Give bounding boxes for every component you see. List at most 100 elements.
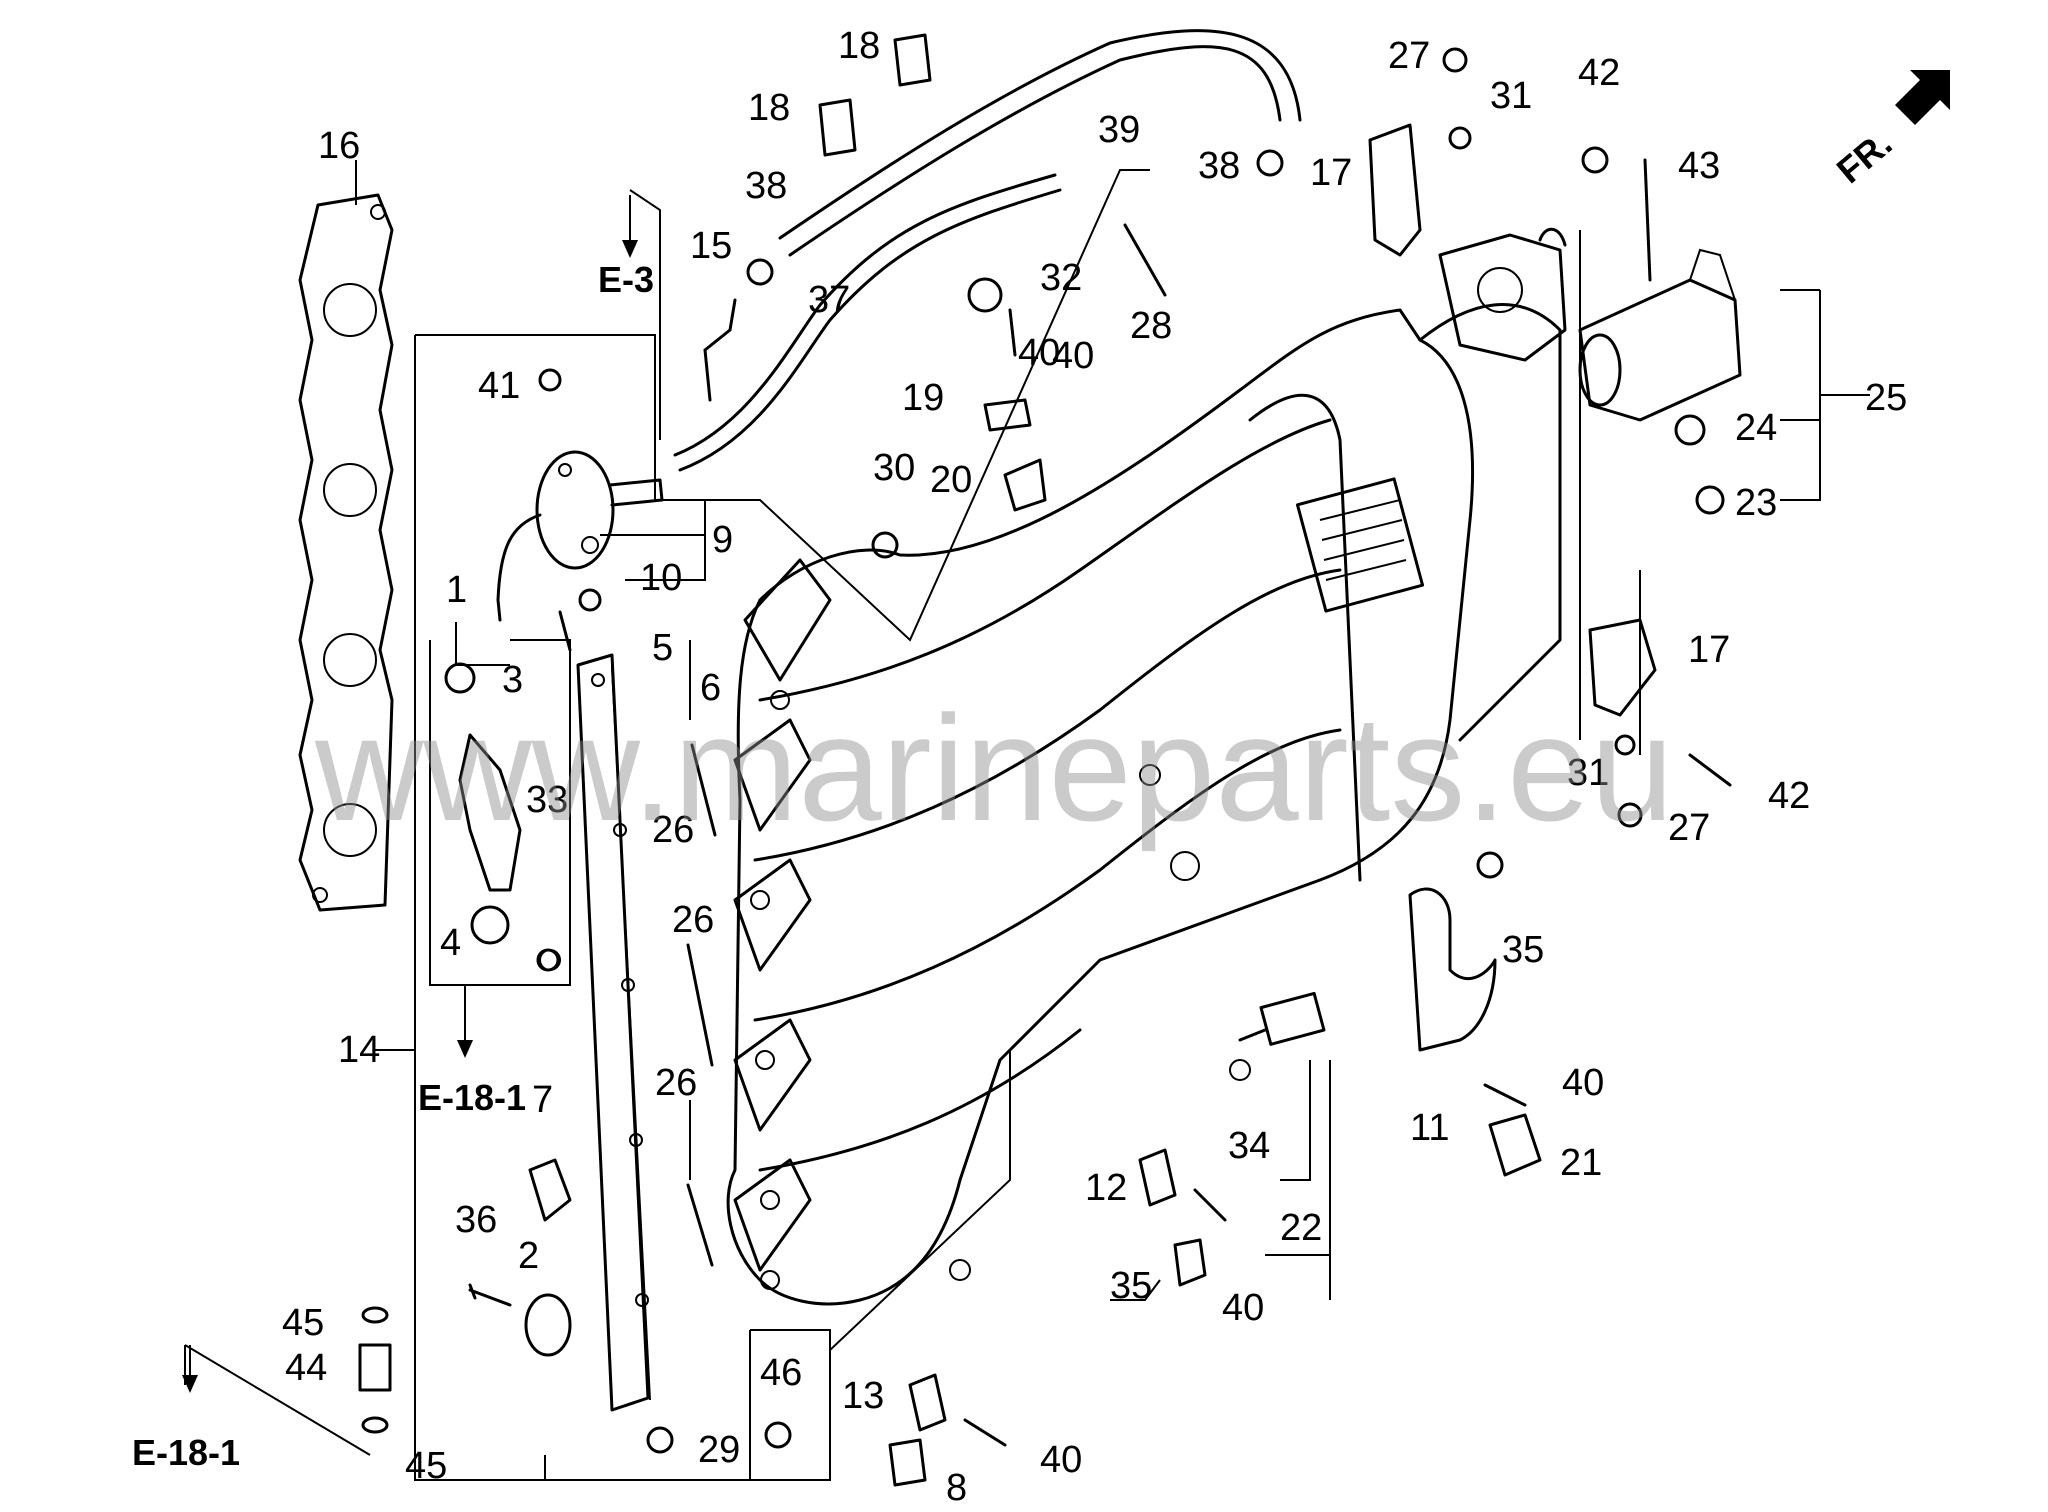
callout-28: 28 [1130, 305, 1172, 347]
sensor-21 [1488, 1113, 1542, 1177]
callout-26b: 26 [672, 899, 714, 941]
bolt-41 [538, 368, 562, 392]
hose-39 [788, 45, 1282, 257]
group-lines [184, 169, 1641, 1481]
nut-46 [764, 1421, 792, 1449]
idle-air-valve [1578, 248, 1742, 422]
nut-31-right [1614, 734, 1636, 756]
clamp-18-lower [818, 98, 857, 157]
callout-14: 14 [338, 1029, 380, 1071]
callout-22: 22 [1280, 1207, 1322, 1249]
callout-25: 25 [1865, 377, 1907, 419]
callout-6: 6 [700, 667, 721, 709]
clamp-35-right [1476, 851, 1504, 879]
stud-26-a [690, 743, 717, 837]
hose-37 [678, 188, 1062, 472]
callout-5: 5 [652, 627, 673, 669]
nut-23 [1695, 485, 1725, 515]
e18-arrow-outer [182, 1345, 198, 1393]
fitting-15 [703, 298, 737, 402]
leader-lines [355, 160, 1870, 1301]
clamp-18-top [893, 33, 932, 87]
callout-45a: 45 [282, 1302, 324, 1344]
callout-40e: 40 [1018, 332, 1060, 374]
callout-33: 33 [526, 779, 568, 821]
callout-7: 7 [532, 1079, 553, 1121]
callout-40c: 40 [1222, 1287, 1264, 1329]
callout-42b: 42 [1768, 775, 1810, 817]
callout-4: 4 [440, 922, 461, 964]
callout-40b: 40 [1562, 1062, 1604, 1104]
callout-29: 29 [698, 1429, 740, 1471]
ref-e3: E-3 [598, 259, 654, 300]
callout-17a: 17 [1310, 152, 1352, 194]
callout-35b: 35 [1110, 1265, 1152, 1307]
callout-38b: 38 [745, 165, 787, 207]
callout-17b: 17 [1688, 629, 1730, 671]
callout-9: 9 [712, 519, 733, 561]
callout-27b: 27 [1668, 807, 1710, 849]
callout-27a: 27 [1388, 35, 1430, 77]
nut-30 [871, 531, 899, 559]
nut-38-upper [1256, 149, 1284, 177]
callout-26c: 26 [655, 1062, 697, 1104]
callout-34: 34 [1228, 1125, 1270, 1167]
callout-18b: 18 [748, 87, 790, 129]
ref-e18-outer: E-18-1 [132, 1432, 240, 1473]
bracket-7 [528, 1158, 572, 1222]
hose-39-inner [778, 29, 1302, 240]
nut-31-top [1448, 126, 1472, 150]
nut-29 [646, 1426, 674, 1454]
watermark: www.marineparts.eu [314, 684, 1674, 852]
clamp-12 [1138, 1148, 1177, 1207]
bolt-5 [558, 610, 572, 652]
nut-33 [536, 948, 560, 972]
bolt-40-c [1193, 1188, 1227, 1222]
front-arrow-icon [1895, 70, 1950, 125]
callout-3: 3 [502, 659, 523, 701]
callout-11: 11 [1410, 1107, 1449, 1149]
hose-37-inner [673, 173, 1057, 457]
callout-13: 13 [842, 1375, 884, 1417]
clamp-13 [908, 1373, 947, 1432]
stud-28 [1123, 223, 1167, 297]
callout-44: 44 [285, 1347, 327, 1389]
callout-16: 16 [318, 125, 360, 167]
callout-2: 2 [518, 1235, 539, 1277]
callout-10: 10 [640, 557, 682, 599]
callout-23: 23 [1735, 482, 1777, 524]
bolt-42-top [1581, 146, 1609, 174]
callout-1: 1 [446, 569, 467, 611]
callout-42a: 42 [1578, 52, 1620, 94]
callout-41: 41 [478, 365, 520, 407]
clamp-19 [983, 398, 1032, 432]
callout-20: 20 [930, 459, 972, 501]
callout-30: 30 [873, 447, 915, 489]
bolt-43 [1643, 158, 1652, 282]
callout-32: 32 [1040, 257, 1082, 299]
bolt-27-right [1617, 802, 1643, 828]
callout-37: 37 [808, 279, 850, 321]
callout-21: 21 [1560, 1142, 1602, 1184]
washer-24 [1674, 414, 1706, 446]
callout-19: 19 [902, 377, 944, 419]
ref-e18-inner: E-18-1 [418, 1077, 526, 1118]
o-ring-45-top [361, 1306, 389, 1324]
collar-2 [524, 1293, 572, 1357]
clip-35-lower [1173, 1238, 1207, 1287]
callout-39: 39 [1098, 109, 1140, 151]
callout-36: 36 [455, 1199, 497, 1241]
sensor-22 [1229, 991, 1326, 1081]
callout-18a: 18 [838, 25, 880, 67]
bolt-27-top [1442, 47, 1468, 73]
callout-12: 12 [1085, 1167, 1127, 1209]
fuel-rail [576, 653, 651, 1412]
injector-assembly [429, 639, 571, 986]
callout-35a: 35 [1502, 929, 1544, 971]
bracket-20 [1003, 458, 1047, 512]
bracket-17-right [1588, 618, 1657, 717]
bolt-40-a [1008, 308, 1017, 357]
bolt-36 [468, 1283, 512, 1307]
bolt-40-b [1483, 1083, 1527, 1107]
o-ring-45-bottom [361, 1416, 389, 1434]
